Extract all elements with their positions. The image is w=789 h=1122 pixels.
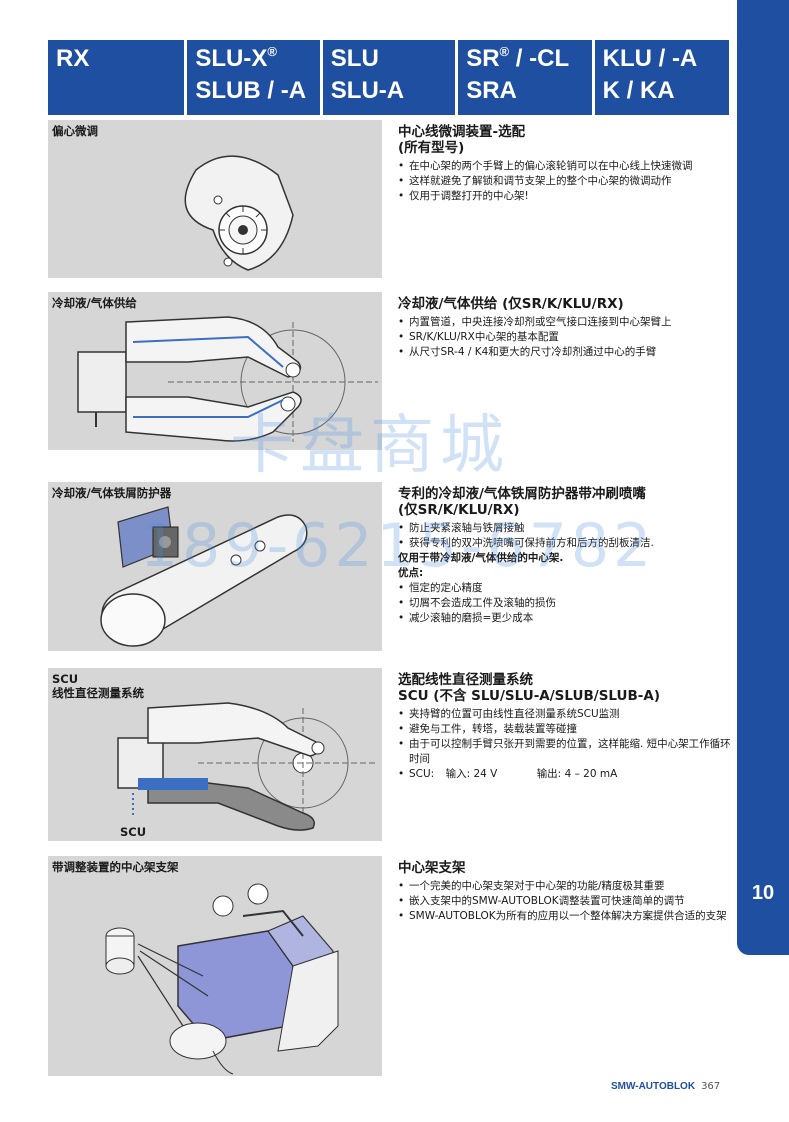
list-item: SMW-AUTOBLOK为所有的应用以一个整体解决方案提供合适的支架 — [398, 909, 733, 924]
bracket-illustration — [105, 883, 339, 1075]
list-item: 嵌入支架中的SMW-AUTOBLOK调整装置可快速简单的调节 — [398, 894, 733, 909]
panel-chip-guard: 冷却液/气体铁屑防护器 — [48, 482, 382, 651]
page-number: 367 — [701, 1081, 721, 1092]
list-item: 由于可以控制手臂只张开到需要的位置，这样能缩. 短中心架工作循环时间 — [398, 737, 733, 767]
eccentric-roller-illustration — [184, 155, 294, 271]
feature-list: 在中心架的两个手臂上的偏心滚轮销可以在中心线上快速微调 这样就避免了解锁和调节支… — [398, 159, 733, 204]
scu-output-spec: 输出: 4 – 20 mA — [536, 768, 618, 780]
list-item: 从尺寸SR-4 / K4和更大的尺寸冷却剂通过中心的手臂 — [398, 345, 733, 360]
scu-callout-label: SCU — [120, 825, 147, 839]
panel-subtitle: 线性直径测量系统 — [52, 686, 144, 700]
scu-spec-item: SCU: 输入: 24 V 输出: 4 – 20 mA — [398, 767, 733, 782]
list-item: 减少滚轴的磨损=更少成本 — [398, 611, 733, 626]
list-item: 防止夹紧滚轴与铁屑接触 — [398, 521, 733, 536]
list-item: 一个完美的中心架支架对于中心架的功能/精度极其重要 — [398, 879, 733, 894]
usage-note: 仅用于带冷却液/气体供给的中心架. — [398, 552, 564, 564]
section-coolant-supply: 冷却液/气体供给 (仅SR/K/KLU/RX) 内置管道，中央连接冷却剂或空气接… — [398, 296, 733, 360]
panel-title: 带调整装置的中心架支架 — [52, 860, 179, 874]
chip-guard-illustration — [100, 506, 308, 647]
section-title: 选配线性直径测量系统 — [398, 672, 533, 688]
list-item: 这样就避免了解锁和调节支架上的整个中心架的微调动作 — [398, 174, 733, 189]
chapter-tab: 10 — [737, 0, 789, 955]
panel-support-bracket: 带调整装置的中心架支架 — [48, 856, 382, 1076]
section-title: 中心线微调装置-选配 — [398, 124, 526, 140]
feature-list: 一个完美的中心架支架对于中心架的功能/精度极其重要 嵌入支架中的SMW-AUTO… — [398, 879, 733, 924]
feature-list: 防止夹紧滚轴与铁屑接触 获得专利的双冲洗喷嘴可保持前方和后方的刮板清洁. — [398, 521, 733, 551]
panel-title: 冷却液/气体铁屑防护器 — [52, 486, 172, 500]
section-subtitle: SCU (不含 SLU/SLU-A/SLUB/SLUB-A) — [398, 688, 661, 704]
page-footer: SMW-AUTOBLOK 367 — [611, 1081, 720, 1092]
header-cell-klu: KLU / -A K / KA — [594, 40, 729, 115]
feature-list: 内置管道，中央连接冷却剂或空气接口连接到中心架臂上 SR/K/KLU/RX中心架… — [398, 315, 733, 360]
list-item: 夹持臂的位置可由线性直径测量系统SCU监测 — [398, 707, 733, 722]
section-subtitle: (仅SR/K/KLU/RX) — [398, 502, 520, 518]
panel-scu: SCU 线性直径测量系统 SCU — [48, 668, 382, 841]
section-scu: 选配线性直径测量系统 SCU (不含 SLU/SLU-A/SLUB/SLUB-A… — [398, 672, 733, 782]
chapter-number: 10 — [751, 882, 775, 904]
list-item: 恒定的定心精度 — [398, 581, 733, 596]
section-title: 冷却液/气体供给 (仅SR/K/KLU/RX) — [398, 296, 624, 312]
panel-title: 冷却液/气体供给 — [52, 296, 137, 310]
section-subtitle: (所有型号) — [398, 140, 465, 156]
list-item: 在中心架的两个手臂上的偏心滚轮销可以在中心线上快速微调 — [398, 159, 733, 174]
list-item: 切屑不会造成工件及滚轴的损伤 — [398, 596, 733, 611]
header-cell-sr: SR® / -CL SRA — [458, 40, 592, 115]
scu-measurement-illustration — [117, 702, 378, 831]
section-eccentric-adjustment: 中心线微调装置-选配 (所有型号) 在中心架的两个手臂上的偏心滚轮销可以在中心线… — [398, 124, 733, 204]
panel-coolant-supply: 冷却液/气体供给 — [48, 292, 382, 450]
header-cell-rx: RX — [48, 40, 185, 115]
list-item: 内置管道，中央连接冷却剂或空气接口连接到中心架臂上 — [398, 315, 733, 330]
scu-spec-label: SCU: — [409, 768, 435, 780]
header-cell-slu-x: SLU-X® SLUB / -A — [187, 40, 320, 115]
coolant-steady-rest-illustration — [77, 316, 378, 442]
header-cell-slu: SLU SLU-A — [322, 40, 456, 115]
model-header-bar: RX SLU-X® SLUB / -A SLU SLU-A SR® / -CL … — [48, 40, 729, 115]
list-item: 仅用于调整打开的中心架! — [398, 189, 733, 204]
list-item: 避免与工件，转塔，装载装置等碰撞 — [398, 722, 733, 737]
section-chip-guard: 专利的冷却液/气体铁屑防护器带冲刷喷嘴 (仅SR/K/KLU/RX) 防止夹紧滚… — [398, 486, 733, 626]
advantages-label: 优点: — [398, 567, 424, 579]
panel-title: SCU — [52, 672, 79, 686]
panel-eccentric-adjustment: 偏心微调 — [48, 120, 382, 278]
scu-input-spec: 输入: 24 V — [445, 768, 498, 780]
advantages-list: 恒定的定心精度 切屑不会造成工件及滚轴的损伤 减少滚轴的磨损=更少成本 — [398, 581, 733, 626]
panel-title: 偏心微调 — [52, 124, 98, 138]
list-item: 获得专利的双冲洗喷嘴可保持前方和后方的刮板清洁. — [398, 536, 733, 551]
section-support-bracket: 中心架支架 一个完美的中心架支架对于中心架的功能/精度极其重要 嵌入支架中的SM… — [398, 860, 733, 924]
section-title: 中心架支架 — [398, 860, 466, 876]
section-title: 专利的冷却液/气体铁屑防护器带冲刷喷嘴 — [398, 486, 646, 502]
list-item: SR/K/KLU/RX中心架的基本配置 — [398, 330, 733, 345]
feature-list: 夹持臂的位置可由线性直径测量系统SCU监测 避免与工件，转塔，装载装置等碰撞 由… — [398, 707, 733, 782]
footer-brand: SMW-AUTOBLOK — [611, 1081, 696, 1092]
